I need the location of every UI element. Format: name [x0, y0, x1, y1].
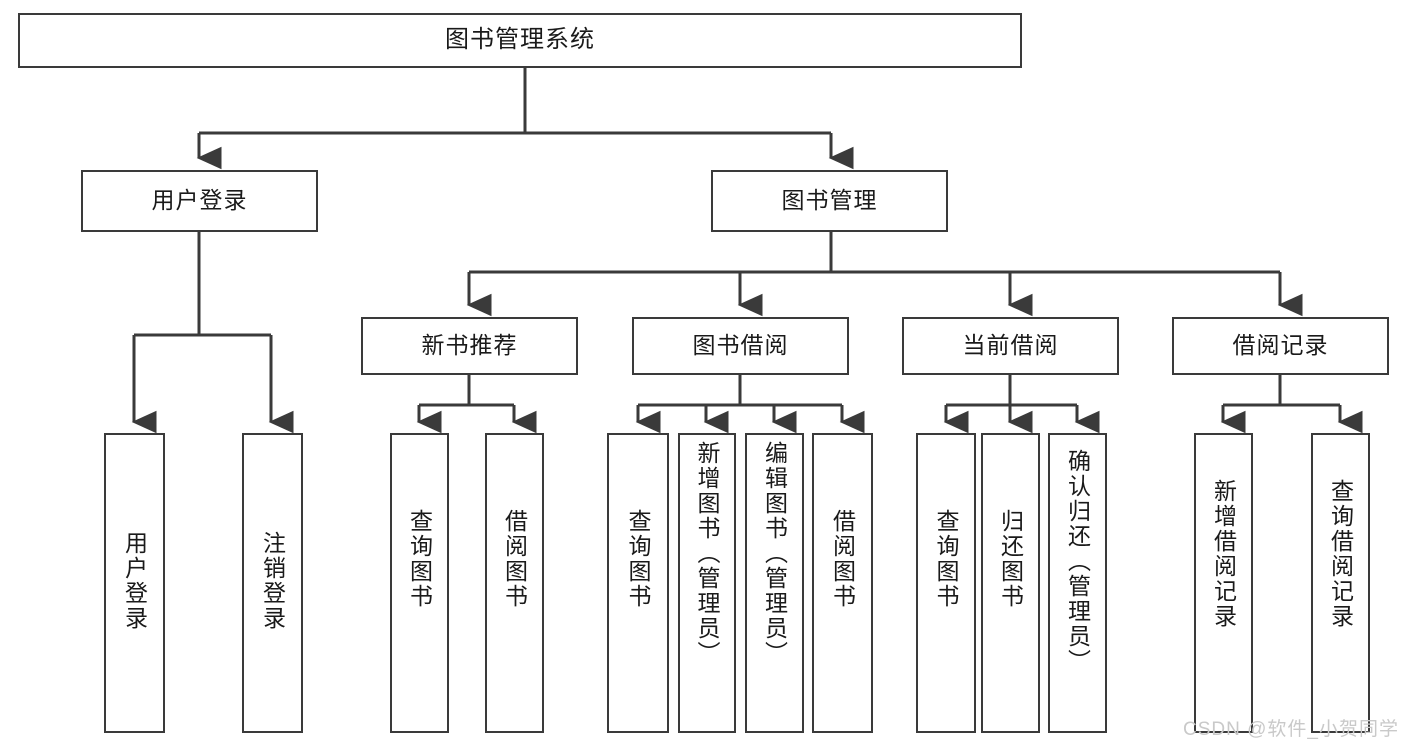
node-label: 查询借阅记录 — [1327, 479, 1354, 629]
leaf-return-book[interactable]: 归还图书 — [981, 433, 1040, 733]
node-label: 图书借阅 — [692, 332, 789, 359]
node-book-borrow[interactable]: 图书借阅 — [632, 317, 849, 375]
node-user-login[interactable]: 用户登录 — [81, 170, 318, 232]
leaf-add-book-admin[interactable]: 新增图书（管理员） — [678, 433, 736, 733]
leaf-query-borrow-record[interactable]: 查询借阅记录 — [1311, 433, 1370, 733]
node-label: 用户登录 — [151, 187, 248, 214]
node-label: 编辑图书（管理员） — [761, 441, 788, 666]
node-label: 新书推荐 — [421, 332, 518, 359]
leaf-current-query-book[interactable]: 查询图书 — [916, 433, 976, 733]
leaf-confirm-return-admin[interactable]: 确认归还（管理员） — [1048, 433, 1107, 733]
node-label: 确认归还（管理员） — [1064, 449, 1091, 674]
node-borrow-record[interactable]: 借阅记录 — [1172, 317, 1389, 375]
node-label: 新增图书（管理员） — [694, 441, 721, 666]
leaf-user-logout[interactable]: 注销登录 — [242, 433, 303, 733]
node-label: 借阅记录 — [1232, 332, 1329, 359]
node-label: 借阅图书 — [829, 509, 856, 609]
node-label: 归还图书 — [997, 509, 1024, 609]
leaf-edit-book-admin[interactable]: 编辑图书（管理员） — [745, 433, 804, 733]
csdn-watermark: CSDN @软件_小贺同学 — [1183, 719, 1399, 740]
leaf-new-book-query[interactable]: 查询图书 — [390, 433, 449, 733]
node-label: 新增借阅记录 — [1210, 479, 1237, 629]
node-label: 查询图书 — [406, 509, 433, 609]
leaf-add-borrow-record[interactable]: 新增借阅记录 — [1194, 433, 1253, 733]
node-label: 查询图书 — [933, 509, 960, 609]
leaf-user-login[interactable]: 用户登录 — [104, 433, 165, 733]
node-new-book-recommend[interactable]: 新书推荐 — [361, 317, 578, 375]
leaf-borrow-book[interactable]: 借阅图书 — [812, 433, 873, 733]
node-root-system[interactable]: 图书管理系统 — [18, 13, 1022, 68]
node-label: 图书管理系统 — [445, 26, 595, 54]
leaf-borrow-query-book[interactable]: 查询图书 — [607, 433, 669, 733]
node-label: 图书管理 — [781, 187, 878, 214]
node-label: 查询图书 — [625, 509, 652, 609]
node-label: 用户登录 — [121, 531, 148, 631]
node-book-management[interactable]: 图书管理 — [711, 170, 948, 232]
node-label: 注销登录 — [259, 531, 286, 631]
node-label: 当前借阅 — [962, 332, 1059, 359]
node-label: 借阅图书 — [501, 509, 528, 609]
leaf-new-book-borrow[interactable]: 借阅图书 — [485, 433, 544, 733]
node-current-borrow[interactable]: 当前借阅 — [902, 317, 1119, 375]
